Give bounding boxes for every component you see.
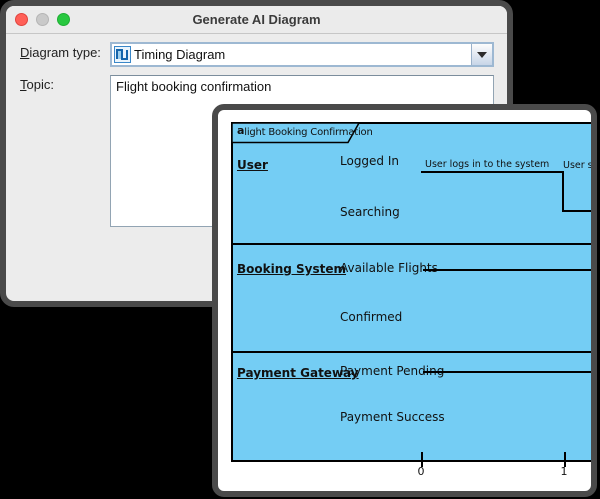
row-separator xyxy=(233,351,591,353)
dialog-title: Generate AI Diagram xyxy=(192,12,321,27)
traffic-lights xyxy=(15,13,70,26)
annotation-user-login: User logs in to the system xyxy=(425,159,550,170)
chevron-down-icon xyxy=(477,51,487,58)
timing-diagram-canvas[interactable]: alight Booking Confirmation User Logged … xyxy=(231,122,593,478)
topic-label: Topic: xyxy=(20,77,54,92)
frame-tab-shape xyxy=(231,122,361,144)
diagram-type-value: Timing Diagram xyxy=(134,47,226,62)
diagram-preview-window[interactable]: alight Booking Confirmation User Logged … xyxy=(212,104,597,497)
state-confirmed[interactable]: Confirmed xyxy=(340,310,403,324)
ruler-number-0: 0 xyxy=(417,465,425,478)
diagram-type-label: Diagram type: xyxy=(20,45,101,60)
state-logged-in[interactable]: Logged In xyxy=(340,154,400,168)
lifeline-user[interactable]: User xyxy=(237,158,268,172)
lifeline-payment-gateway[interactable]: Payment Gateway xyxy=(237,366,359,380)
state-available-flights[interactable]: Available Flights xyxy=(340,261,438,275)
combo-dropdown-button[interactable] xyxy=(471,44,492,65)
close-button[interactable] xyxy=(15,13,28,26)
user-timeline-segment xyxy=(562,210,591,212)
payment-timeline-segment xyxy=(423,371,591,373)
state-payment-success[interactable]: Payment Success xyxy=(340,410,445,424)
dialog-titlebar[interactable]: Generate AI Diagram xyxy=(6,6,507,34)
timing-diagram-icon xyxy=(114,46,131,63)
state-payment-pending[interactable]: Payment Pending xyxy=(340,364,445,378)
state-searching[interactable]: Searching xyxy=(340,205,400,219)
frame-tab-label: alight Booking Confirmation xyxy=(237,124,373,138)
diagram-type-combobox[interactable]: Timing Diagram xyxy=(110,42,494,67)
zoom-button[interactable] xyxy=(57,13,70,26)
lifeline-booking-system[interactable]: Booking System xyxy=(237,262,347,276)
user-timeline-step xyxy=(562,171,564,212)
ruler-tick xyxy=(421,452,423,467)
row-separator xyxy=(233,243,591,245)
annotation-user-search: User sea xyxy=(563,160,593,171)
ruler-number-1: 1 xyxy=(560,465,568,478)
ruler-tick xyxy=(564,452,566,467)
user-timeline-segment xyxy=(421,171,562,173)
booking-timeline-segment xyxy=(423,269,591,271)
minimize-button[interactable] xyxy=(36,13,49,26)
